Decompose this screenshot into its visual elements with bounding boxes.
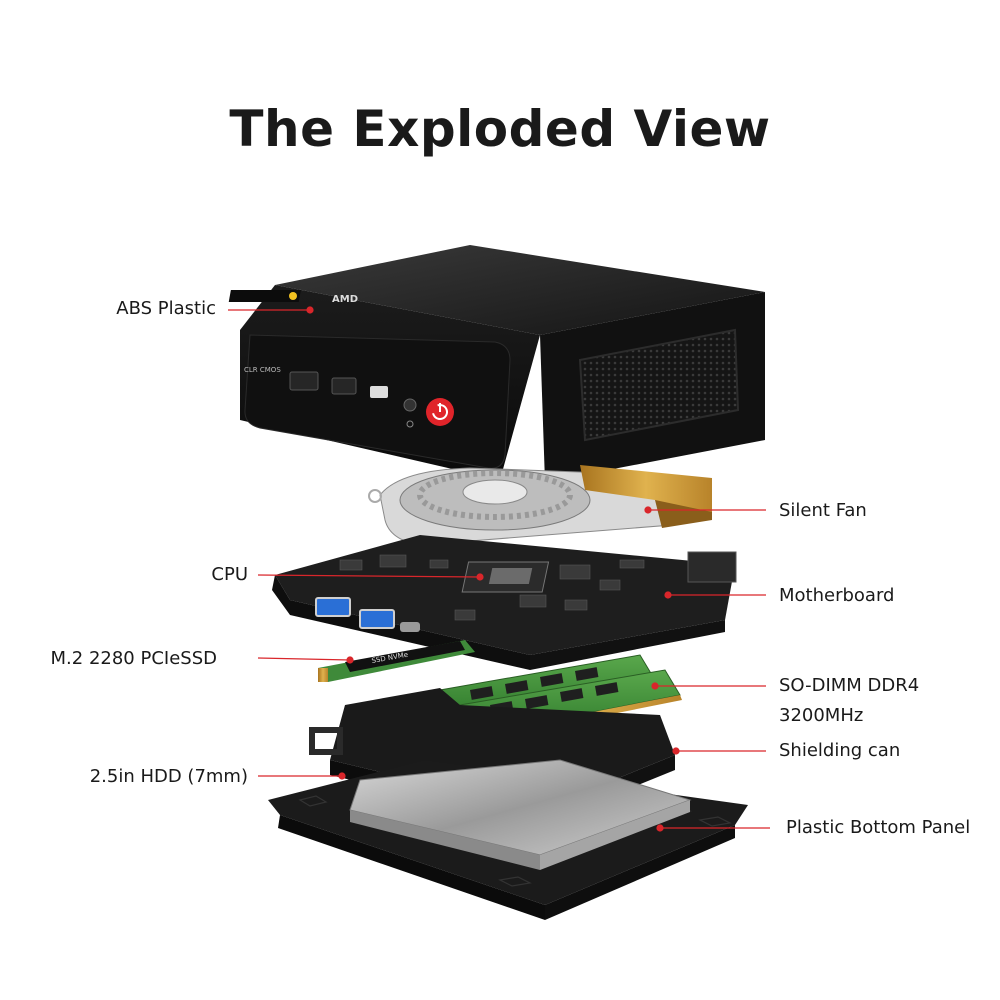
brand-text: AMD <box>332 294 358 305</box>
label-abs-plastic: ABS Plastic <box>116 298 216 319</box>
m2-ssd <box>318 640 475 682</box>
label-cpu: CPU <box>211 564 248 585</box>
silent-fan <box>368 465 712 546</box>
power-button-icon <box>426 398 454 426</box>
label-bottom-panel: Plastic Bottom Panel <box>786 817 971 838</box>
leader-lines <box>228 306 770 832</box>
label-ssd: M.2 2280 PCIeSSD <box>50 648 217 669</box>
motherboard <box>272 535 737 670</box>
label-shielding-can: Shielding can <box>779 740 901 761</box>
label-ram-line2: 3200MHz <box>779 705 864 726</box>
top-case <box>228 245 765 482</box>
label-hdd: 2.5in HDD (7mm) <box>89 766 248 787</box>
hdd <box>349 759 692 870</box>
clr-cmos-text: CLR CMOS <box>244 366 281 374</box>
label-ram-line1: SO-DIMM DDR4 <box>779 675 920 696</box>
label-motherboard: Motherboard <box>779 585 895 606</box>
label-silent-fan: Silent Fan <box>779 500 867 521</box>
page-title: The Exploded View <box>229 100 771 158</box>
